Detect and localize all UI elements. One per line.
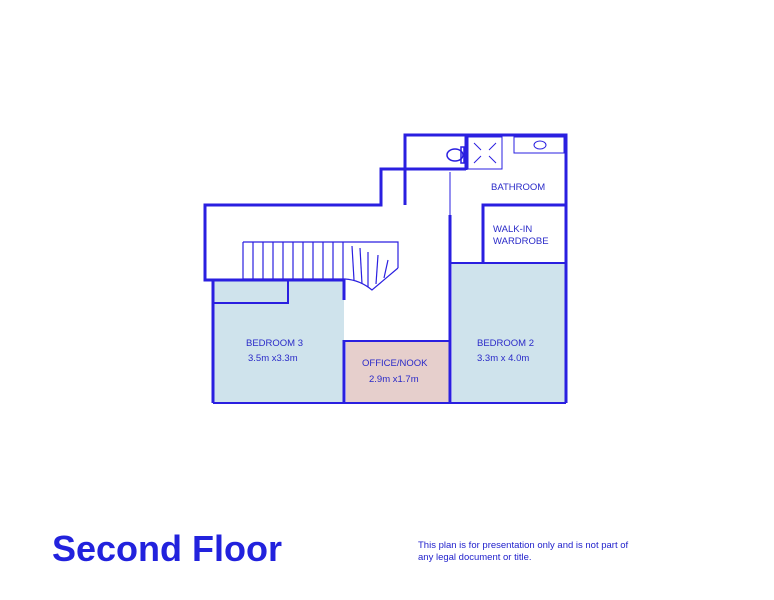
wardrobe-label-1: WALK-IN: [493, 224, 532, 235]
bedroom-3-label: BEDROOM 3: [246, 338, 303, 349]
floor-title: Second Floor: [52, 528, 283, 569]
disclaimer: This plan is for presentation only and i…: [418, 540, 678, 564]
toilet-icon: [446, 146, 465, 164]
walls: [203, 133, 568, 404]
office-size: 2.9m x1.7m: [369, 374, 419, 385]
office-label: OFFICE/NOOK: [362, 358, 428, 369]
disclaimer-line-2: any legal document or title.: [418, 552, 532, 563]
bedroom-3-size: 3.5m x3.3m: [248, 353, 298, 364]
office-nook-area: [346, 342, 449, 403]
bedroom-2-size: 3.3m x 4.0m: [477, 353, 529, 364]
shower-icon: [467, 136, 503, 170]
bedroom-2-area: [452, 264, 565, 403]
wardrobe-label-2: WARDROBE: [493, 236, 549, 247]
bathroom-label: BATHROOM: [491, 182, 545, 193]
disclaimer-line-1: This plan is for presentation only and i…: [418, 540, 629, 551]
vanity-sink-icon: [513, 136, 565, 154]
staircase: [242, 241, 399, 291]
bedroom-3-area: [214, 281, 344, 403]
bedroom-2-label: BEDROOM 2: [477, 338, 534, 349]
